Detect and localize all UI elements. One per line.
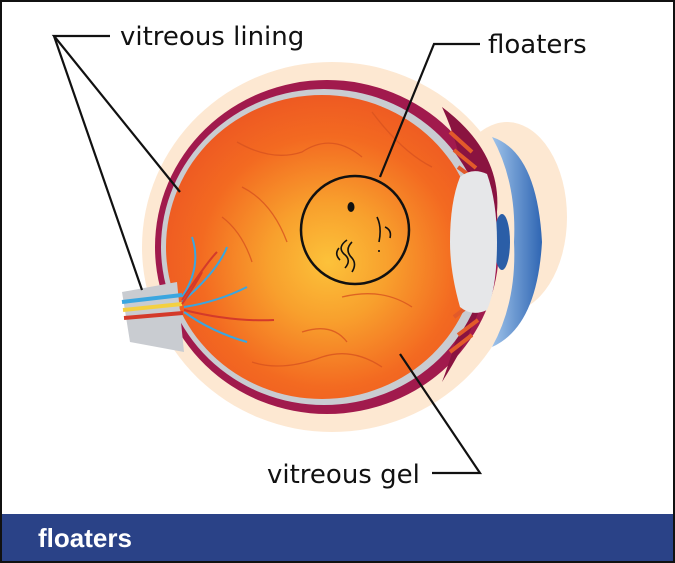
label-vitreous-gel: vitreous gel bbox=[267, 460, 420, 490]
floater-spot bbox=[348, 202, 355, 212]
vitreous-body bbox=[166, 95, 478, 399]
label-floaters: floaters bbox=[488, 30, 587, 60]
lens bbox=[450, 171, 497, 313]
caption-title: floaters bbox=[38, 523, 132, 553]
eye-anatomy-diagram: vitreous lining floaters vitreous gel bbox=[2, 2, 673, 514]
optic-nerve bbox=[122, 282, 184, 352]
caption-bar: floaters bbox=[2, 514, 673, 561]
label-vitreous-lining: vitreous lining bbox=[120, 22, 304, 52]
